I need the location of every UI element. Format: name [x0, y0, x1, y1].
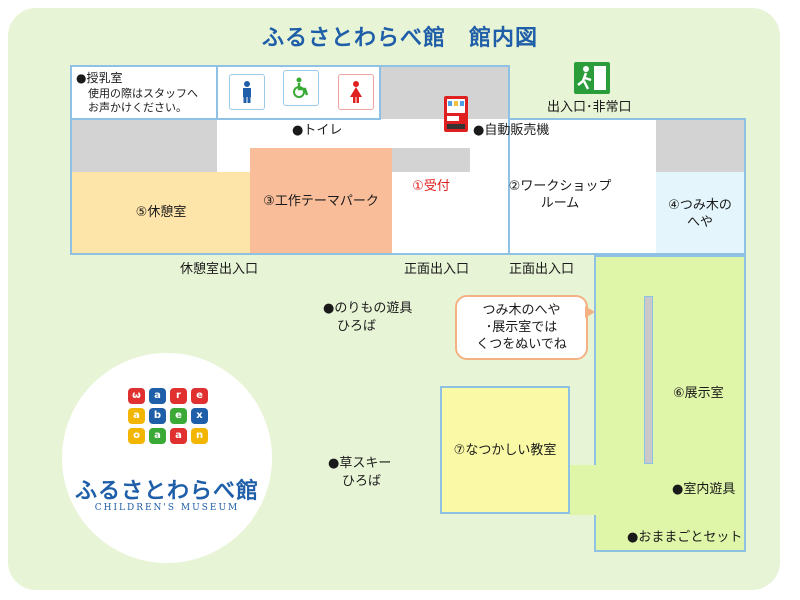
- indoor-play-label: ●室内遊具: [672, 482, 736, 497]
- front-entrance-label-2: 正面出入口: [509, 262, 575, 277]
- restroom-female-icon: [338, 74, 374, 110]
- craft-room: [250, 148, 392, 253]
- bubble-line-2: ･展示室では: [485, 320, 558, 335]
- rest-room-label: ⑤休憩室: [135, 205, 187, 220]
- workshop-label-1: ②ワークショップ: [508, 179, 612, 194]
- craft-room-label: ③工作テーマパーク: [263, 194, 379, 209]
- classroom-label: ⑦なつかしい教室: [453, 443, 557, 458]
- blocks-room: [656, 172, 744, 253]
- grass-ski-label-2: ひろば: [342, 474, 382, 489]
- toilet-label: ●トイレ: [292, 123, 343, 138]
- restroom-accessible-icon: [283, 70, 319, 106]
- playhouse-set-label: ●おままごとセット: [627, 530, 743, 545]
- bubble-line-3: くつをぬいでね: [476, 337, 567, 352]
- rest-entrance-label: 休憩室出入口: [180, 262, 259, 277]
- logo-name: ふるさとわらべ館: [74, 479, 259, 504]
- shoes-off-bubble: つみ木のへや ･展示室では くつをぬいでね: [455, 295, 588, 360]
- exhibit-partition: [644, 296, 653, 464]
- restroom-male-icon: [229, 74, 265, 110]
- logo-circle: [62, 353, 272, 563]
- classroom: [440, 386, 570, 514]
- nursing-note-1: 使用の際はスタッフへ: [88, 87, 198, 100]
- gray-area-right: [656, 120, 744, 172]
- exhibit-connector: [569, 465, 596, 515]
- vehicle-plaza-label-1: ●のりもの遊具: [323, 301, 413, 316]
- vending-machine-icon: [444, 96, 468, 136]
- map-title: ふるさとわらべ館 館内図: [261, 26, 538, 51]
- blocks-room-label-1: ④つみ木の: [668, 198, 732, 213]
- grass-ski-label-1: ●草スキー: [328, 456, 392, 471]
- logo-mark: ω a r e a b e x o a a n: [128, 388, 208, 444]
- exhibit-room: [594, 255, 746, 552]
- nursing-room-label: ●授乳室: [76, 71, 123, 85]
- vehicle-plaza-label-2: ひろば: [337, 319, 377, 334]
- nursing-note-2: お声かけください。: [88, 101, 187, 114]
- rest-room: [72, 172, 250, 253]
- workshop-label-2: ルーム: [540, 196, 580, 211]
- exhibit-room-label: ⑥展示室: [673, 386, 724, 401]
- vending-label: ●自動販売機: [473, 123, 550, 138]
- front-entrance-label-1: 正面出入口: [404, 262, 470, 277]
- emergency-exit-icon: [574, 62, 610, 98]
- bubble-tail: [585, 306, 595, 318]
- bubble-line-1: つみ木のへや: [482, 303, 561, 318]
- logo-subtitle: CHILDREN'S MUSEUM: [94, 503, 240, 513]
- exit-label: 出入口･非常口: [547, 100, 632, 115]
- gray-area-center: [392, 148, 470, 172]
- reception-label: ①受付: [412, 179, 450, 194]
- blocks-room-label-2: へや: [686, 215, 713, 230]
- gray-area-left: [72, 120, 217, 172]
